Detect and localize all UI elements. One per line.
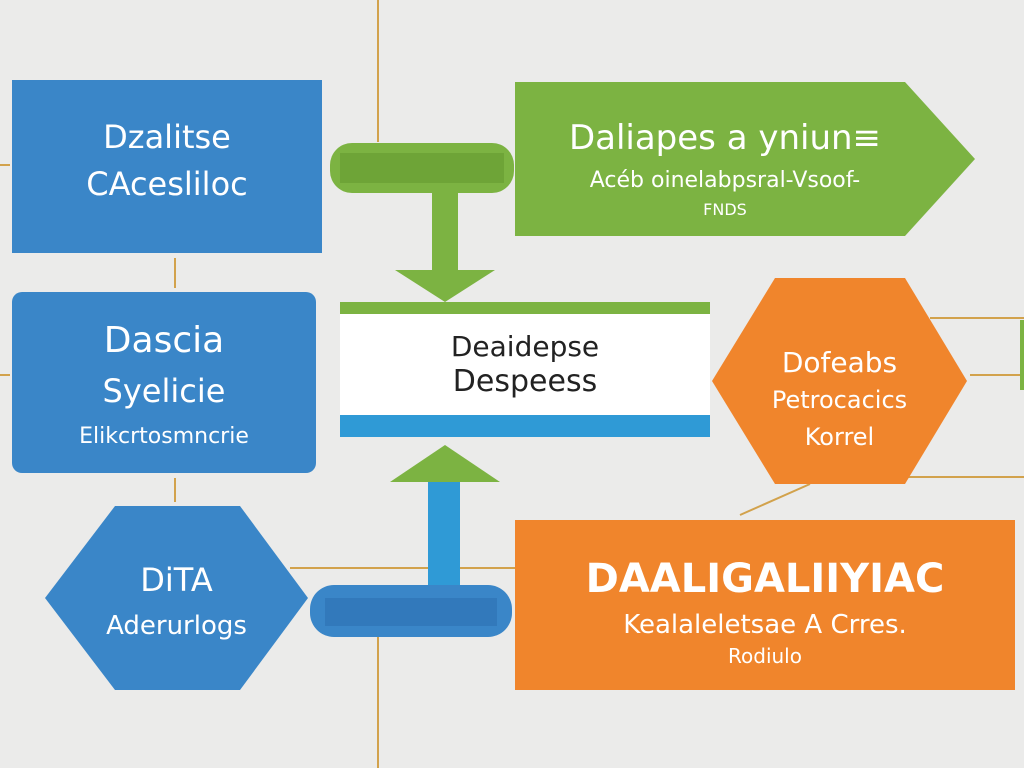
label: Korrel xyxy=(804,423,875,451)
label: Acéb oinelabpsral-Vsoof- xyxy=(589,168,861,193)
label: CAcesliloc xyxy=(86,165,248,203)
label: Elikcrtosmncrie xyxy=(79,424,249,449)
blue-stem xyxy=(428,482,460,587)
label: Dzalitse xyxy=(103,118,231,156)
blue-box-top-shape xyxy=(12,80,322,253)
arrow-up-icon xyxy=(390,445,500,482)
label: Despeess xyxy=(452,364,598,399)
label: Aderurlogs xyxy=(106,611,247,641)
blue-box-mid-shape xyxy=(12,292,316,473)
center-box: Deaidepse Despeess xyxy=(340,302,710,437)
label: Deaidepse xyxy=(450,330,600,363)
center-box-shape xyxy=(340,302,710,437)
label: Kealaleletsae A Crres. xyxy=(623,610,907,640)
orange-box: DAALIGALIIYIAC Kealaleletsae A Crres. Ro… xyxy=(515,520,1015,690)
green-stem xyxy=(432,193,458,273)
orange-hexagon-shape xyxy=(712,278,967,484)
arrow-down-icon xyxy=(395,270,495,302)
blue-hexagon: DiTA Aderurlogs xyxy=(45,506,308,690)
label: Daliapes a yniun≡ xyxy=(568,118,882,158)
label: Rodiulo xyxy=(728,644,802,668)
green-arrow-shape xyxy=(515,82,975,236)
label: Dascia xyxy=(103,320,225,361)
label: Dofeabs xyxy=(781,346,898,379)
green-arrow: Daliapes a yniun≡ Acéb oinelabpsral-Vsoo… xyxy=(515,82,935,236)
label: Syelicie xyxy=(102,372,226,410)
blue-hexagon-shape xyxy=(45,506,308,690)
label: Petrocacics xyxy=(771,386,908,414)
orange-hexagon: Dofeabs Petrocacics Korrel xyxy=(712,278,967,484)
blue-box-top: Dzalitse CAcesliloc xyxy=(12,80,322,253)
label: FNDS xyxy=(703,200,747,219)
blue-box-mid: Dascia Syelicie Elikcrtosmncrie xyxy=(12,292,316,473)
orange-box-shape xyxy=(515,520,1015,690)
label: DiTA xyxy=(140,561,213,599)
label: DAALIGALIIYIAC xyxy=(585,556,945,602)
